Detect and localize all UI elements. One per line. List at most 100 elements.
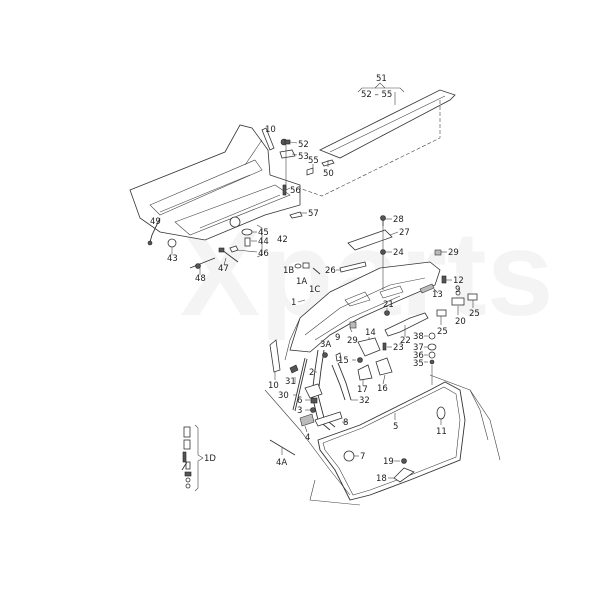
label-1: 1 <box>291 298 296 308</box>
trunk-lid-part[interactable] <box>129 124 301 241</box>
bumper-43[interactable] <box>167 238 177 248</box>
label-27: 27 <box>399 228 410 238</box>
cable-48[interactable] <box>189 257 216 269</box>
lock-14[interactable] <box>357 337 381 357</box>
part-35[interactable] <box>429 359 435 365</box>
part-1B[interactable] <box>294 263 302 269</box>
lamp-25b[interactable] <box>436 309 447 317</box>
part-8[interactable] <box>314 411 343 427</box>
part-1C[interactable] <box>312 267 321 275</box>
lamp-25a[interactable] <box>467 293 478 301</box>
label-22: 22 <box>400 336 411 346</box>
part-45[interactable] <box>241 228 253 236</box>
body-trunk-opening[interactable] <box>264 374 501 506</box>
label-50: 50 <box>323 169 334 179</box>
label-15: 15 <box>338 356 349 366</box>
strut-30[interactable] <box>292 357 308 412</box>
label-1B: 1B <box>283 266 294 276</box>
label-35: 35 <box>413 359 424 369</box>
part-37[interactable] <box>427 343 437 351</box>
lamp-22[interactable] <box>384 312 429 337</box>
label-10-upper: 10 <box>265 125 276 135</box>
label-8: 8 <box>343 418 348 428</box>
part-36[interactable] <box>428 351 436 359</box>
part-21[interactable] <box>384 310 390 316</box>
bracket-6-base[interactable] <box>304 383 323 399</box>
part-31[interactable] <box>289 364 299 374</box>
hinge-10-lower[interactable] <box>269 339 281 373</box>
clip-29-lower[interactable] <box>349 321 357 329</box>
spoiler-part[interactable] <box>269 82 456 197</box>
screw-set-1D[interactable] <box>181 424 204 492</box>
lamp-20[interactable] <box>451 297 465 306</box>
label-28: 28 <box>393 215 404 225</box>
label-7: 7 <box>360 452 365 462</box>
label-25-right: 25 <box>469 309 480 319</box>
label-18: 18 <box>376 474 387 484</box>
bracket-17[interactable] <box>357 364 373 381</box>
label-16: 16 <box>377 384 388 394</box>
part-13[interactable] <box>419 283 435 294</box>
strut-47[interactable] <box>218 247 239 263</box>
label-42: 42 <box>277 235 288 245</box>
trunk-lid-inner-part-1[interactable] <box>284 261 441 361</box>
part-3[interactable] <box>310 407 316 413</box>
badge-26[interactable] <box>339 261 367 273</box>
clip-29-upper[interactable] <box>434 249 442 256</box>
part-19[interactable] <box>401 458 407 464</box>
label-51: 51 <box>376 74 387 84</box>
label-3: 3 <box>297 406 302 416</box>
label-3A: 3A <box>320 340 331 350</box>
label-37: 37 <box>413 343 424 353</box>
label-57: 57 <box>308 209 319 219</box>
plate-27[interactable] <box>347 229 393 251</box>
bracket-53[interactable] <box>279 149 296 159</box>
label-53: 53 <box>298 152 309 162</box>
label-31: 31 <box>285 377 296 387</box>
label-9-lower: 9 <box>335 333 340 343</box>
label-5: 5 <box>393 422 398 432</box>
screw-56[interactable] <box>282 184 287 196</box>
hinge-32[interactable] <box>331 362 352 401</box>
label-9-upper: 9 <box>455 285 460 295</box>
part-1A[interactable] <box>302 262 310 269</box>
label-6: 6 <box>297 396 302 406</box>
rod-4A[interactable] <box>269 439 296 456</box>
hinge-10-upper[interactable] <box>261 127 275 151</box>
label-45: 45 <box>258 228 269 238</box>
grommet-11[interactable] <box>436 406 446 420</box>
bolt-52[interactable] <box>280 138 291 146</box>
label-44: 44 <box>258 237 269 247</box>
part-6[interactable] <box>310 397 318 404</box>
label-24: 24 <box>393 248 404 258</box>
part-4[interactable] <box>299 413 315 427</box>
cable-49[interactable] <box>147 217 161 246</box>
part-44[interactable] <box>244 237 251 247</box>
label-20: 20 <box>455 317 466 327</box>
seal-5[interactable] <box>317 381 466 501</box>
screw-28[interactable] <box>380 215 386 227</box>
label-11: 11 <box>436 427 447 437</box>
bolt-23[interactable] <box>382 342 387 351</box>
part-9-upper[interactable] <box>455 290 461 296</box>
cover-16[interactable] <box>375 357 393 376</box>
label-55: 55 <box>308 156 319 166</box>
part-15[interactable] <box>357 357 363 363</box>
label-29-lower: 29 <box>347 336 358 346</box>
label-1C: 1C <box>309 285 320 295</box>
striker-18[interactable] <box>393 467 415 483</box>
label-1A: 1A <box>296 277 307 287</box>
label-12: 12 <box>453 276 464 286</box>
label-4: 4 <box>305 433 310 443</box>
label-14: 14 <box>365 328 376 338</box>
label-25-left: 25 <box>437 327 448 337</box>
part-9-lower[interactable] <box>335 352 342 362</box>
part-7[interactable] <box>343 450 355 462</box>
clip-57[interactable] <box>289 211 303 219</box>
part-12[interactable] <box>441 275 447 284</box>
part-3A[interactable] <box>322 352 328 358</box>
part-38[interactable] <box>428 332 436 340</box>
part-55[interactable] <box>306 167 314 176</box>
label-2: 2 <box>309 368 314 378</box>
